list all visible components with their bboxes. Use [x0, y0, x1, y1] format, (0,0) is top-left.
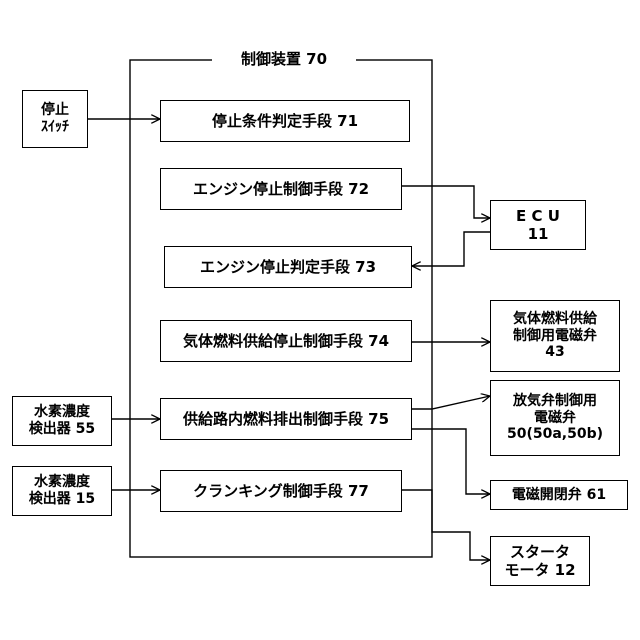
block-gas-fuel-stop-control: 気体燃料供給停止制御手段 74: [160, 320, 412, 362]
block-fuel-discharge-control-label: 供給路内燃料排出制御手段 75: [183, 410, 389, 428]
input-h2-sensor-55: 水素濃度 検出器 55: [12, 396, 112, 446]
output-gas-valve-line-1: 気体燃料供給: [513, 311, 597, 328]
output-gas-valve-line-2: 制御用電磁弁: [513, 328, 597, 345]
arrow-to-starter: [402, 490, 490, 560]
input-stop-switch-line-1: 停止: [41, 102, 69, 119]
block-engine-stop-control-label: エンジン停止制御手段 72: [193, 180, 369, 198]
arrow-to-solenoid-valve: [412, 429, 490, 494]
block-stop-condition-label: 停止条件判定手段 71: [212, 112, 358, 130]
input-h2-sensor-15: 水素濃度 検出器 15: [12, 466, 112, 516]
arrow-to-release-valve: [412, 396, 490, 409]
block-engine-stop-control: エンジン停止制御手段 72: [160, 168, 402, 210]
output-ecu: E C U 11: [490, 200, 586, 250]
block-stop-condition: 停止条件判定手段 71: [160, 100, 410, 142]
block-cranking-control-label: クランキング制御手段 77: [193, 482, 369, 500]
block-engine-stop-judge-label: エンジン停止判定手段 73: [200, 258, 376, 276]
arrow-from-ecu: [412, 232, 490, 266]
output-starter-line-1: スタータ: [510, 543, 570, 561]
output-solenoid-valve-line-1: 電磁開閉弁 61: [512, 487, 606, 504]
input-h2-sensor-55-line-2: 検出器 55: [29, 421, 95, 438]
input-h2-sensor-15-line-2: 検出器 15: [29, 491, 95, 508]
output-release-valve-line-2: 電磁弁: [534, 410, 576, 427]
arrow-to-ecu: [402, 186, 490, 218]
output-gas-valve-line-3: 43: [545, 344, 564, 361]
output-starter-line-2: モータ 12: [504, 561, 575, 579]
block-engine-stop-judge: エンジン停止判定手段 73: [164, 246, 412, 288]
output-starter: スタータ モータ 12: [490, 536, 590, 586]
output-ecu-line-1: E C U: [516, 207, 560, 225]
output-release-valve: 放気弁制御用 電磁弁 50(50a,50b): [490, 380, 620, 456]
input-h2-sensor-15-line-1: 水素濃度: [34, 474, 90, 491]
input-h2-sensor-55-line-1: 水素濃度: [34, 404, 90, 421]
output-solenoid-valve: 電磁開閉弁 61: [490, 480, 628, 510]
input-stop-switch-line-2: ｽｲｯﾁ: [41, 119, 69, 136]
output-release-valve-line-1: 放気弁制御用: [513, 393, 597, 410]
controller-label: 制御装置 70: [212, 48, 356, 70]
block-cranking-control: クランキング制御手段 77: [160, 470, 402, 512]
input-stop-switch: 停止 ｽｲｯﾁ: [22, 90, 88, 148]
block-fuel-discharge-control: 供給路内燃料排出制御手段 75: [160, 398, 412, 440]
block-gas-fuel-stop-control-label: 気体燃料供給停止制御手段 74: [183, 332, 389, 350]
output-ecu-line-2: 11: [528, 225, 549, 243]
output-release-valve-line-3: 50(50a,50b): [507, 426, 603, 443]
output-gas-valve: 気体燃料供給 制御用電磁弁 43: [490, 300, 620, 372]
